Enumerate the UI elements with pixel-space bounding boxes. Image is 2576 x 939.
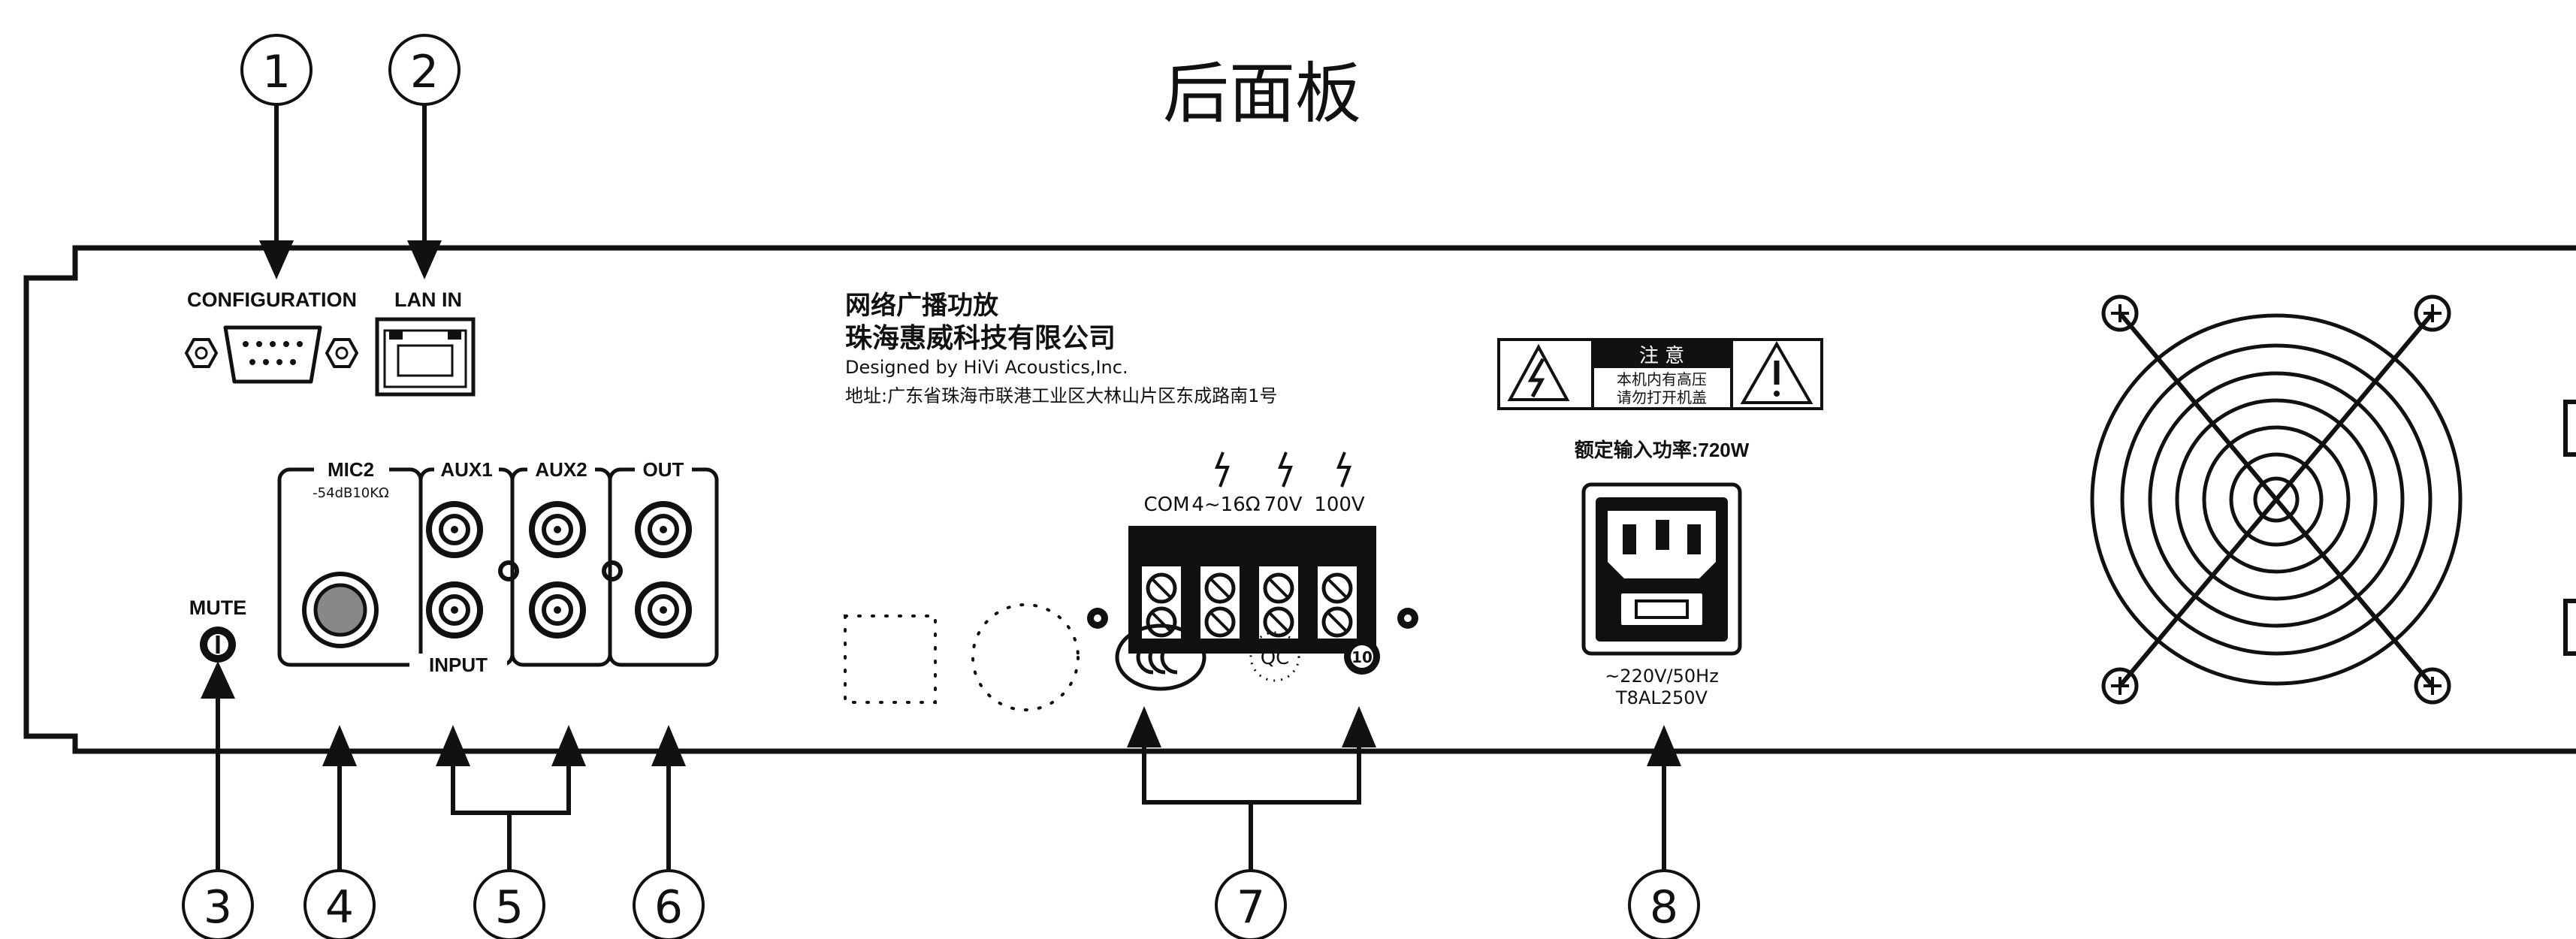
svg-text:1: 1 bbox=[262, 46, 291, 98]
leader-4 bbox=[322, 725, 357, 871]
fan-grille bbox=[2090, 312, 2463, 687]
svg-text:6: 6 bbox=[654, 881, 683, 934]
warning-title: 注 意 bbox=[1639, 345, 1684, 367]
chassis-right-notch-top bbox=[2563, 400, 2576, 457]
mic2-jack bbox=[302, 572, 379, 648]
mute-knob bbox=[200, 627, 236, 663]
svg-text:5: 5 bbox=[495, 881, 524, 934]
warning-label bbox=[1497, 338, 1823, 410]
aux1-label: AUX1 bbox=[440, 458, 492, 481]
configuration-label: CONFIGURATION bbox=[187, 288, 357, 311]
callout-1: 1 bbox=[240, 34, 313, 106]
leader-3 bbox=[201, 661, 235, 871]
chassis-right-notch-bottom bbox=[2563, 599, 2576, 656]
terminal-com: COM bbox=[1143, 494, 1189, 516]
company-name: 珠海惠威科技有限公司 bbox=[845, 322, 1116, 353]
ccc-mark bbox=[1115, 623, 1206, 691]
svg-text:7: 7 bbox=[1237, 881, 1265, 934]
svg-text:4: 4 bbox=[325, 881, 354, 934]
leader-1 bbox=[259, 104, 294, 279]
warning-line2: 请勿打开机盖 bbox=[1617, 388, 1707, 406]
svg-text:2: 2 bbox=[410, 46, 439, 98]
dotted-circle bbox=[971, 603, 1080, 711]
callout-3: 3 bbox=[182, 869, 254, 939]
voltage-label: ~220V/50Hz bbox=[1605, 666, 1719, 687]
lan-in-label: LAN IN bbox=[394, 288, 462, 311]
company-address: 地址:广东省珠海市联港工业区大林山片区东成路南1号 bbox=[845, 385, 1277, 406]
terminal-block bbox=[1087, 526, 1418, 654]
terminal-bolts bbox=[1215, 451, 1351, 488]
lan-in-port bbox=[375, 317, 476, 397]
svg-text:QC: QC bbox=[1261, 647, 1290, 669]
terminal-100v: 100V bbox=[1314, 494, 1365, 516]
svg-text:3: 3 bbox=[204, 881, 232, 934]
designed-by: Designed by HiVi Acoustics,Inc. bbox=[845, 357, 1128, 378]
leader-7 bbox=[1127, 706, 1376, 871]
rated-power-label: 额定输入功率:720W bbox=[1575, 439, 1750, 461]
recycle-10-mark: 10 bbox=[1344, 639, 1380, 675]
callout-5: 5 bbox=[473, 869, 545, 939]
callout-7: 7 bbox=[1215, 869, 1287, 939]
qc-mark: QC bbox=[1249, 631, 1300, 682]
fuse-label: T8AL250V bbox=[1615, 687, 1708, 708]
leader-2 bbox=[407, 104, 442, 279]
mic2-label: MIC2 bbox=[328, 458, 374, 481]
leader-6 bbox=[651, 725, 686, 871]
chassis-outline bbox=[23, 245, 2576, 754]
mic2-spec: -54dB10KΩ bbox=[313, 485, 389, 501]
callout-6: 6 bbox=[633, 869, 705, 939]
input-label: INPUT bbox=[429, 654, 488, 676]
svg-text:10: 10 bbox=[1351, 648, 1373, 666]
svg-text:8: 8 bbox=[1650, 881, 1678, 934]
leader-8 bbox=[1647, 725, 1681, 871]
leader-5 bbox=[436, 725, 586, 871]
callout-2: 2 bbox=[388, 34, 461, 106]
product-name: 网络广播功放 bbox=[845, 291, 998, 320]
mute-label: MUTE bbox=[189, 596, 247, 619]
warning-line1: 本机内有高压 bbox=[1617, 370, 1707, 388]
callout-4: 4 bbox=[304, 869, 376, 939]
callout-8: 8 bbox=[1628, 869, 1700, 939]
terminal-70v: 70V bbox=[1264, 494, 1303, 516]
page-title: 后面板 bbox=[1163, 55, 1361, 132]
out-label: OUT bbox=[643, 458, 684, 481]
configuration-port bbox=[184, 325, 359, 384]
rca-jacks bbox=[426, 501, 692, 639]
aux2-label: AUX2 bbox=[535, 458, 587, 481]
fan-screws bbox=[2101, 294, 2451, 705]
dotted-square bbox=[844, 614, 937, 704]
io-panel bbox=[277, 460, 719, 676]
terminal-4-16: 4~16Ω bbox=[1191, 494, 1260, 516]
iec-power-inlet bbox=[1581, 482, 1742, 656]
